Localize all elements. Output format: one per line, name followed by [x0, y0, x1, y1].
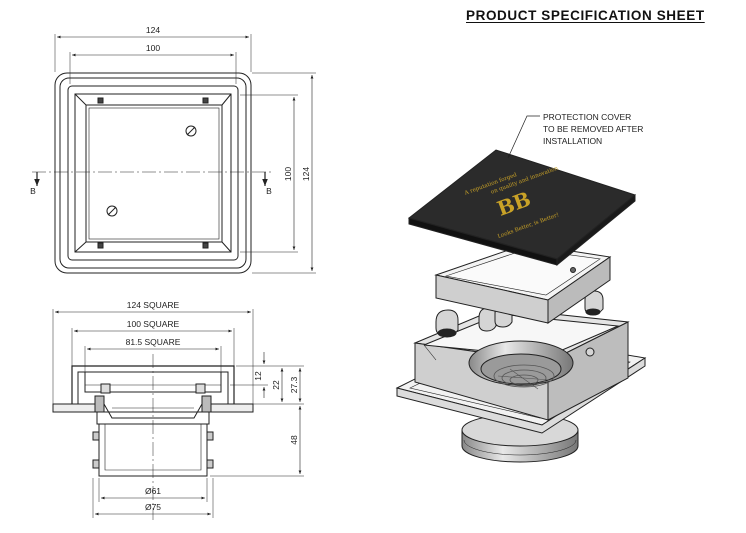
screw-icon	[185, 125, 197, 137]
dim-48: 48	[289, 435, 299, 445]
top-outer-flange	[54, 72, 252, 274]
top-view	[32, 34, 316, 274]
strainer-basket	[468, 340, 574, 390]
dim-top-height-outer: 124	[301, 167, 311, 181]
section-marker-right: B	[266, 186, 272, 196]
dim-81-5-square: 81.5 SQUARE	[126, 337, 181, 347]
note-line-2: TO BE REMOVED AFTER	[543, 124, 643, 134]
note-line-3: INSTALLATION	[543, 136, 602, 146]
section-view	[52, 309, 304, 520]
dim-12: 12	[253, 371, 263, 381]
grate-frame	[434, 243, 612, 324]
top-grate	[85, 104, 223, 243]
dim-22: 22	[271, 380, 281, 390]
top-frame	[67, 85, 239, 261]
dim-100-square: 100 SQUARE	[127, 319, 180, 329]
dim-top-width-outer: 124	[146, 25, 160, 35]
section-marker-left: B	[30, 186, 36, 196]
dim-top-height-inner: 100	[283, 167, 293, 181]
top-outer-flange-inner	[59, 77, 247, 269]
dim-27-3: 27.3	[289, 376, 299, 393]
note-line-1: PROTECTION COVER	[543, 112, 631, 122]
top-frame-inner	[74, 93, 232, 253]
page-title: PRODUCT SPECIFICATION SHEET	[466, 8, 705, 23]
dim-dia-75: Ø75	[145, 502, 161, 512]
exploded-view	[395, 115, 647, 463]
dim-dia-61: Ø61	[145, 486, 161, 496]
dim-top-width-inner: 100	[146, 43, 160, 53]
screw-icon	[106, 205, 118, 217]
dim-124-square: 124 SQUARE	[127, 300, 180, 310]
protection-cover	[407, 149, 637, 267]
